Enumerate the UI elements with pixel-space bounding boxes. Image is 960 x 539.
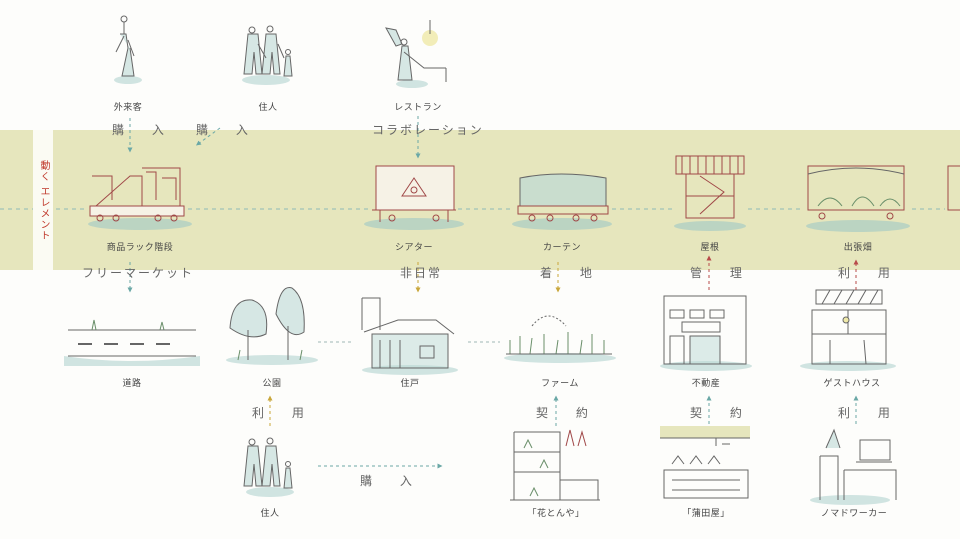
road-label: 道路 (122, 379, 142, 389)
road-icon (64, 319, 200, 366)
guesthouse-icon (800, 289, 896, 371)
relation-contract-1: 契 約 (536, 406, 600, 420)
relation-manage: 管 理 (690, 266, 754, 280)
visitor-figure-icon (114, 15, 142, 84)
field-label: 出張畑 (843, 243, 873, 253)
band-label-box: 動く エレメント (33, 130, 53, 270)
real-estate-icon (660, 295, 752, 371)
moving-element-band (0, 130, 960, 270)
relation-use-1: 利 用 (838, 266, 902, 280)
house-label: 住戸 (400, 379, 420, 389)
restaurant-label: レストラン (394, 103, 442, 113)
park-icon (226, 287, 318, 365)
kamata-shop-icon (660, 426, 750, 499)
relation-use-3: 利 用 (838, 406, 902, 420)
theater-label: シアター (394, 243, 434, 253)
relation-use-2: 利 用 (252, 406, 316, 420)
roof-label: 屋根 (700, 243, 720, 253)
nomad-worker-icon (810, 428, 897, 505)
guesthouse-label: ゲストハウス (823, 379, 881, 389)
restaurant-chef-icon (385, 20, 447, 88)
resident-top-label: 住人 (258, 103, 278, 113)
resident-bottom-label: 住人 (260, 509, 280, 519)
relation-extraordinary: 非日常 (400, 266, 443, 280)
cart-theater (364, 165, 464, 230)
relation-collab: コラボレーション (372, 123, 484, 137)
cart-partial-edge (947, 165, 960, 211)
shop-rack-label: 商品ラック階段 (106, 243, 174, 253)
band-label: 動く エレメント (38, 160, 49, 242)
flower-shop-label: 「花とんや」 (527, 509, 585, 519)
relation-buy-1: 購 入 (112, 123, 176, 137)
curtain-label: カーテン (542, 243, 582, 253)
relation-contract-2: 契 約 (690, 406, 754, 420)
relation-buy-2: 購 入 (196, 123, 260, 137)
real-estate-label: 不動産 (691, 379, 721, 389)
resident-family-icon (242, 25, 293, 85)
farm-icon (504, 315, 616, 363)
cart-field (806, 165, 910, 232)
cart-curtain (512, 173, 612, 230)
relation-arrows (127, 116, 859, 469)
relation-buy-3: 購 入 (360, 474, 424, 488)
visitor-label: 外来客 (113, 103, 143, 113)
nomad-worker-label: ノマドワーカー (820, 509, 888, 519)
relation-flea-market: フリーマーケット (82, 266, 195, 280)
cart-shop-rack (88, 167, 192, 230)
flower-shop-icon (510, 429, 600, 501)
park-label: 公園 (262, 379, 282, 389)
resident-bottom-icon (243, 437, 294, 497)
farm-label: ファーム (541, 379, 579, 389)
kamata-shop-label: 「蒲田屋」 (682, 509, 730, 519)
house-icon (361, 297, 458, 375)
cart-roof (674, 155, 746, 231)
relation-landing: 着 地 (540, 266, 604, 280)
